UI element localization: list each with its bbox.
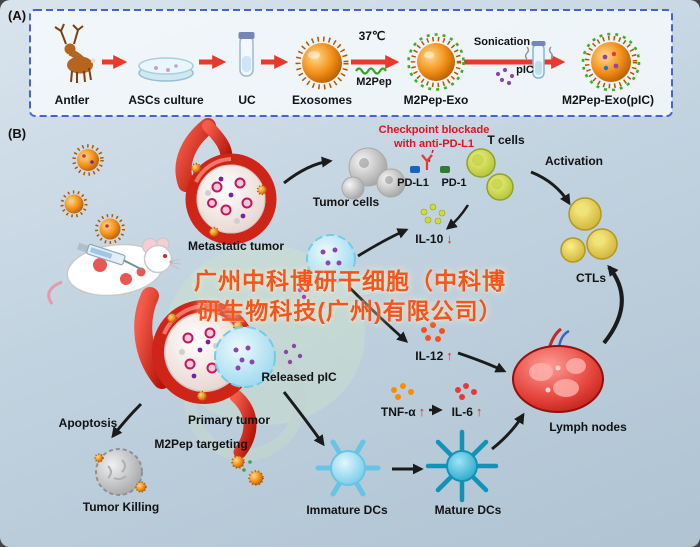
watermark-text-line2: 研生物科技(广州)有限公司） xyxy=(197,298,503,324)
checkpoint-line1: Checkpoint blockade xyxy=(378,124,490,136)
m2pep-particles-icon xyxy=(231,455,264,486)
tnfa-label: TNF-α ↑ xyxy=(381,404,425,419)
il10-label: IL-10 ↓ xyxy=(415,231,453,246)
tumor-cells-icon xyxy=(341,147,406,200)
il10-down-arrow: ↓ xyxy=(446,231,453,246)
label-temperature: 37℃ xyxy=(358,29,386,43)
il12-text: IL-12 xyxy=(415,348,444,363)
label-uc: UC xyxy=(238,93,256,107)
il6-dots-icon xyxy=(455,383,477,400)
panel-b-label: (B) xyxy=(8,126,27,141)
label-exosomes: Exosomes xyxy=(291,93,353,107)
deer-icon xyxy=(54,23,96,83)
petri-dish-icon xyxy=(138,57,194,82)
il6-up-arrow: ↑ xyxy=(475,404,483,419)
tnfa-text: TNF-α xyxy=(380,404,416,419)
tnfa-dots-icon xyxy=(391,383,414,400)
label-m2pep-exo: M2Pep-Exo xyxy=(403,93,469,107)
checkpoint-line2: with anti-PD-L1 xyxy=(393,137,475,150)
label-m2pep-exo-pic: M2Pep-Exo(pIC) xyxy=(561,93,655,107)
lymph-nodes-icon xyxy=(512,327,604,413)
t-cells-icon xyxy=(466,148,514,201)
label-ascs-culture: ASCs culture xyxy=(128,93,204,107)
sonication-tube-icon xyxy=(524,41,554,79)
label-mature-dcs: Mature DCs xyxy=(434,503,502,517)
syringe-icon xyxy=(77,242,143,271)
label-primary-tumor: Primary tumor xyxy=(187,413,271,427)
mature-dc-icon xyxy=(425,429,499,503)
label-antler: Antler xyxy=(54,93,90,107)
m2pep-exo-icon xyxy=(407,33,465,91)
exosome-icon xyxy=(295,36,349,90)
label-t-cells: T cells xyxy=(487,133,525,147)
label-m2pep-peptide: M2Pep xyxy=(356,76,392,88)
ctl-cells-icon xyxy=(560,197,618,263)
uc-tube-icon xyxy=(238,32,255,77)
label-sonication: Sonication xyxy=(473,36,531,48)
panel-b-arrows xyxy=(111,156,624,475)
m2pep-exo-pic-icon xyxy=(581,32,641,92)
panel-a-label: (A) xyxy=(8,8,27,23)
metastatic-tumor-icon xyxy=(175,118,277,245)
watermark-text-line1: 广州中科博研干细胞（中科博 xyxy=(194,268,506,294)
pd-1-icon xyxy=(440,166,450,173)
label-apoptosis: Apoptosis xyxy=(58,416,118,430)
label-metastatic-tumor: Metastatic tumor xyxy=(187,239,285,253)
tnfa-up-arrow: ↑ xyxy=(418,404,426,419)
il10-dots-icon xyxy=(420,203,446,225)
il12-label: IL-12 ↑ xyxy=(415,348,453,363)
pd-l1-icon xyxy=(410,166,420,173)
label-ctls: CTLs xyxy=(576,271,606,285)
il6-label: IL-6 ↑ xyxy=(452,404,483,419)
label-released-pic: Released pIC xyxy=(261,370,337,384)
released-pic-cell-icon xyxy=(214,326,303,388)
il10-text: IL-10 xyxy=(415,231,444,246)
label-pd-l1: PD-L1 xyxy=(397,177,429,189)
label-tumor-cells: Tumor cells xyxy=(312,195,380,209)
virus-particles-icon xyxy=(60,144,125,244)
label-pd-1: PD-1 xyxy=(441,177,467,189)
m2pep-squiggle-icon xyxy=(355,67,387,75)
label-activation: Activation xyxy=(544,154,604,168)
label-immature-dcs: Immature DCs xyxy=(306,503,388,517)
macrophage-icon xyxy=(297,234,356,300)
il12-dots-icon xyxy=(421,322,445,342)
label-m2pep-targeting: M2Pep targeting xyxy=(154,437,248,451)
anti-pd-l1-antibody-icon xyxy=(421,149,434,170)
immature-dc-icon xyxy=(315,439,381,497)
tumor-killing-icon xyxy=(94,448,147,496)
label-tumor-killing: Tumor Killing xyxy=(82,500,160,514)
pic-dots-icon xyxy=(495,67,515,86)
checkpoint-blockade-label: Checkpoint blockade with anti-PD-L1 xyxy=(379,124,490,152)
mouse-icon xyxy=(47,237,182,305)
label-lymph-nodes: Lymph nodes xyxy=(549,420,627,434)
il12-up-arrow: ↑ xyxy=(446,348,453,363)
label-pic: pIC xyxy=(516,64,534,76)
il6-text: IL-6 xyxy=(451,404,473,419)
